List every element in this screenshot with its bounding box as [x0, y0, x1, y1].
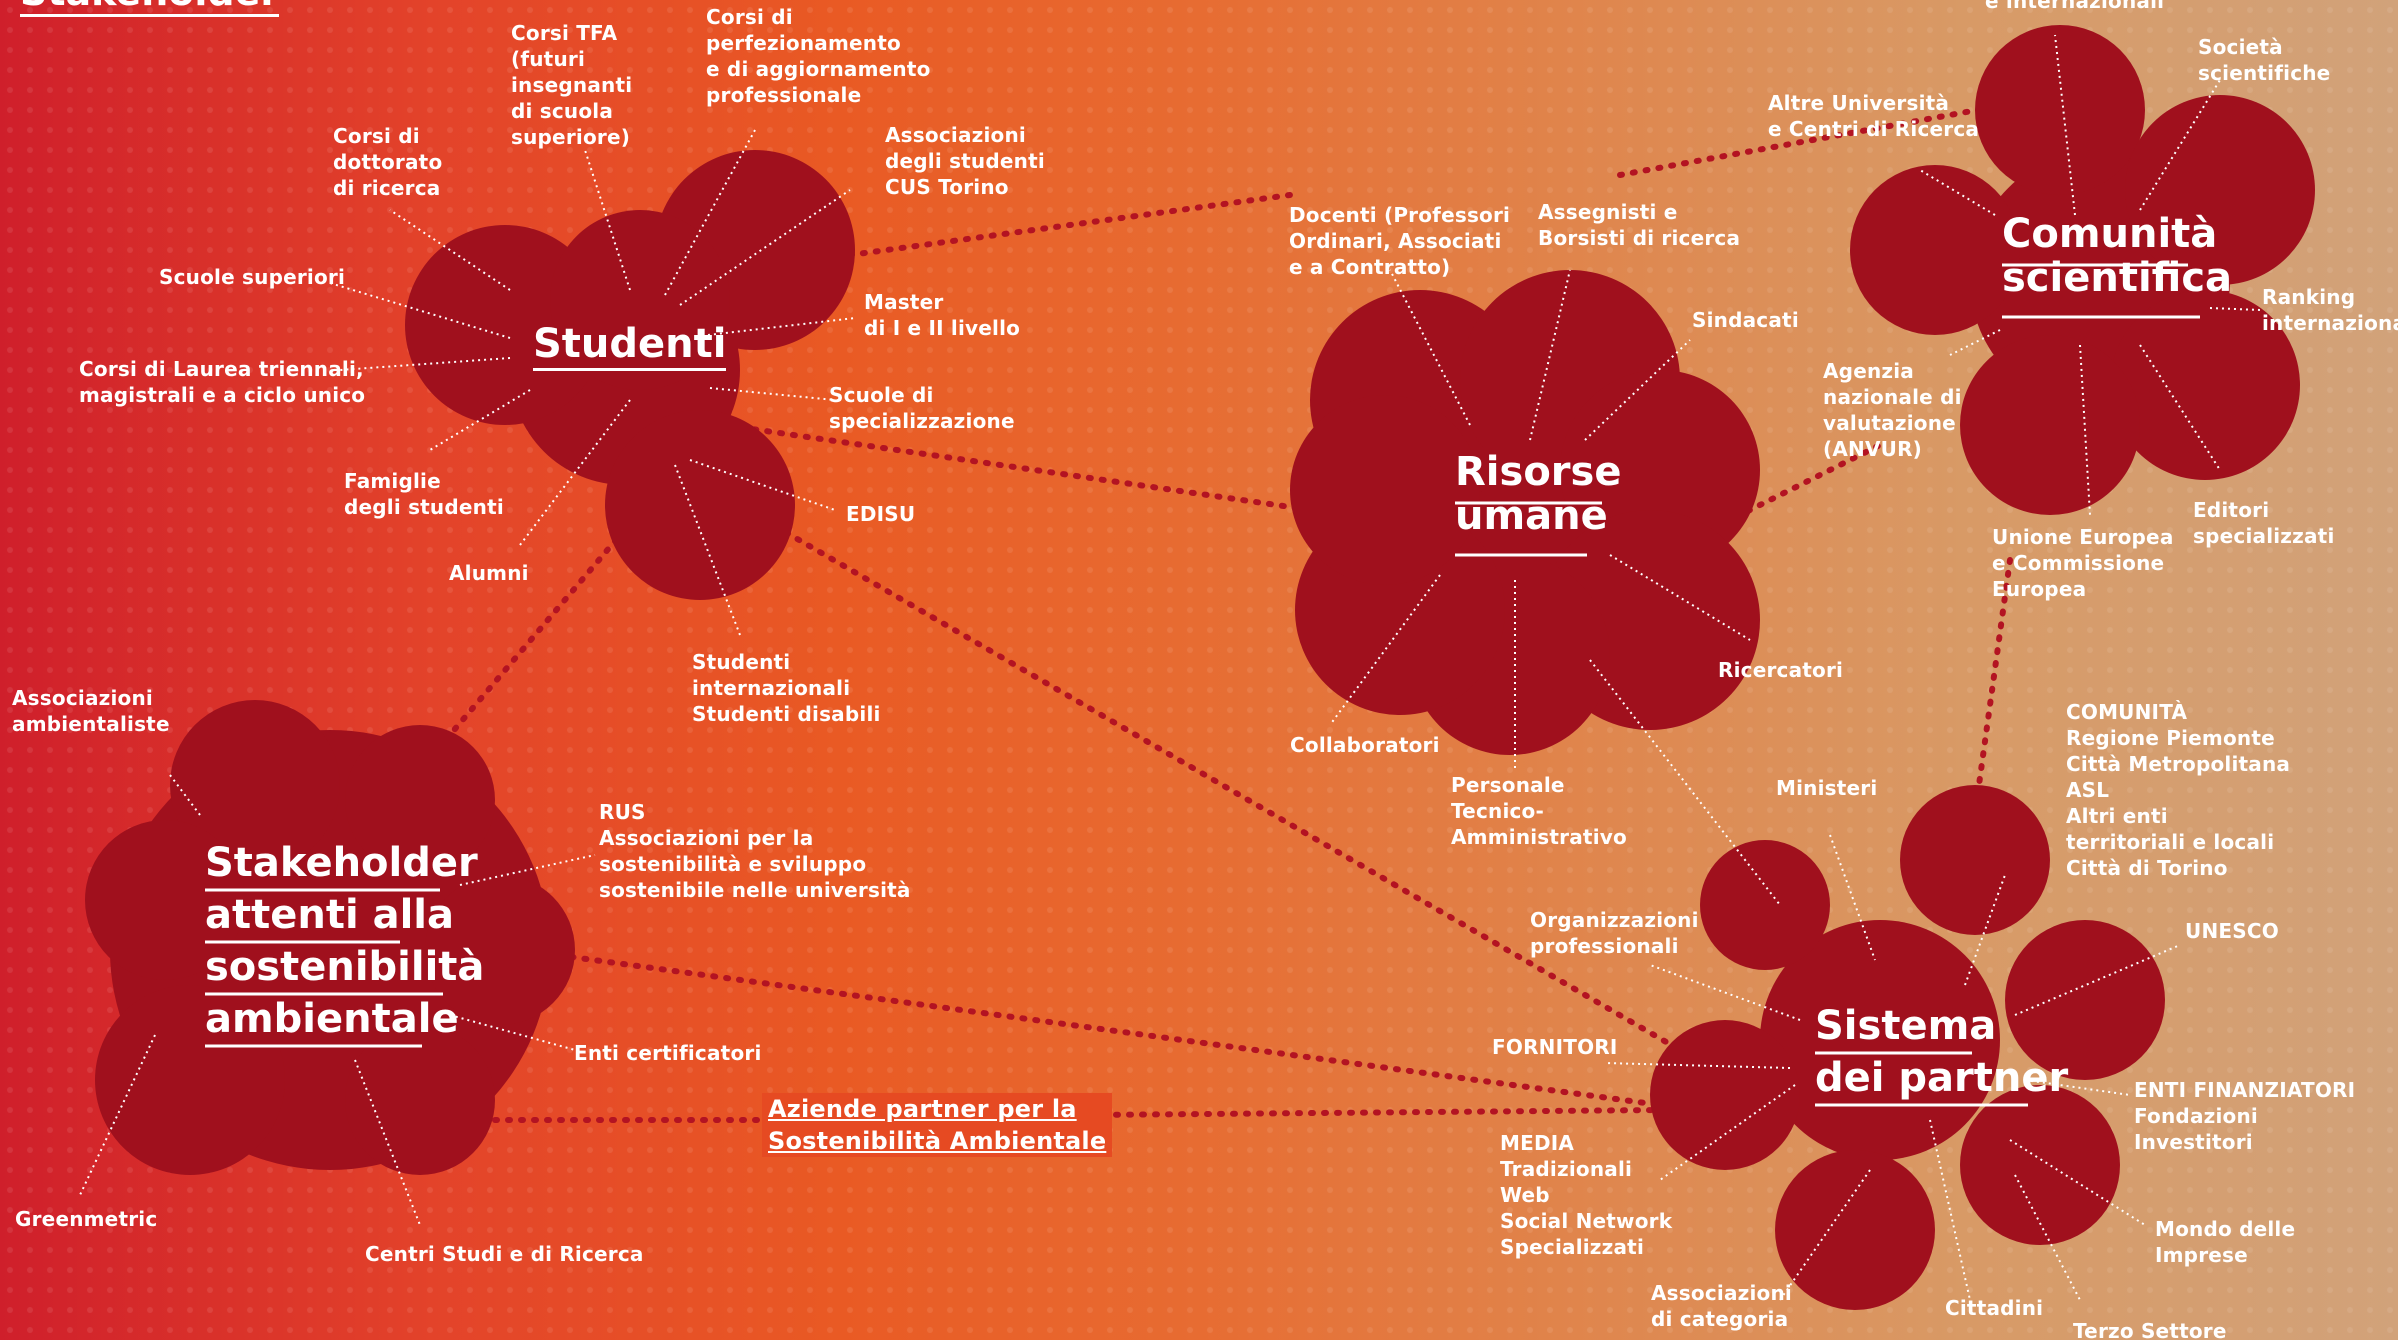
label-collaboratori: Collaboratori	[1290, 733, 1440, 757]
page-heading: Stakeholder	[20, 0, 280, 17]
label-associazioni-categoria: Associazioni di categoria	[1651, 1281, 1792, 1331]
label-ministeri: Ministeri	[1776, 776, 1878, 800]
label-altre-universita: Altre Università e Centri di Ricerca	[1768, 91, 1980, 141]
label-associazioni-ambientaliste: Associazioni ambientaliste	[12, 686, 170, 736]
connector-comunita-partner	[1967, 557, 2013, 853]
label-corsi-perfezionamento: Corsi di perfezionamento e di aggiorname…	[706, 5, 931, 107]
label-internazionali-top: e internazionali	[1985, 0, 2165, 13]
label-organizzazioni-professionali: Organizzazioni professionali	[1530, 908, 1699, 958]
label-unione-europea: Unione Europea e Commissione Europea	[1992, 525, 2174, 601]
label-famiglie: Famiglie degli studenti	[344, 469, 504, 519]
label-societa-scientifiche: Società scientifiche	[2198, 35, 2331, 85]
connector-studenti-docenti	[847, 192, 1293, 258]
label-centri-studi: Centri Studi e di Ricerca	[365, 1242, 644, 1266]
label-alumni: Alumni	[449, 561, 529, 585]
label-mondo-imprese: Mondo delle Imprese	[2155, 1217, 2296, 1267]
label-unesco: UNESCO	[2185, 919, 2279, 943]
label-assegnisti: Assegnisti e Borsisti di ricerca	[1538, 200, 1741, 250]
cluster-title-risorse: Risorse umane	[1455, 450, 1621, 544]
label-cittadini: Cittadini	[1945, 1296, 2044, 1320]
connector-studenti-risorse	[687, 417, 1383, 523]
stakeholder-blob	[85, 700, 575, 1175]
label-ricercatori: Ricercatori	[1718, 658, 1844, 682]
label-corsi-tfa: Corsi TFA (futuri insegnanti di scuola s…	[511, 21, 633, 149]
label-greenmetric: Greenmetric	[15, 1207, 158, 1231]
label-docenti: Docenti (Professori Ordinari, Associati …	[1289, 203, 1511, 279]
cluster-title-partner-text: Sistema dei partner	[1815, 1003, 2069, 1101]
label-studenti-internazionali: Studenti internazionali Studenti disabil…	[692, 650, 881, 726]
label-scuole-specializzazione: Scuole di specializzazione	[829, 383, 1015, 433]
cluster-title-studenti: Studenti	[533, 318, 727, 375]
label-corsi-laurea: Corsi di Laurea triennali, magistrali e …	[79, 357, 366, 407]
label-master: Master di I e II livello	[864, 290, 1021, 340]
studenti-blob	[405, 150, 855, 600]
connector-stakeholder-partner	[517, 947, 1663, 1108]
risorse-blob	[1290, 270, 1760, 755]
label-rus: RUS Associazioni per la sostenibilità e …	[599, 800, 911, 902]
connector-studenti-partner	[727, 497, 1683, 1053]
label-enti-finanziatori: ENTI FINANZIATORI Fondazioni Investitori	[2134, 1078, 2356, 1154]
label-media: MEDIA Tradizionali Web Social Network Sp…	[1500, 1131, 1673, 1259]
cluster-title-studenti-text: Studenti	[533, 322, 727, 371]
label-terzo-settore: Terzo Settore	[2073, 1319, 2227, 1340]
label-comunita-list: COMUNITÀ Regione Piemonte Città Metropol…	[2066, 700, 2291, 880]
label-personale: Personale Tecnico- Amministrativo	[1451, 773, 1627, 849]
cluster-title-stakeholder: Stakeholder attenti alla sostenibilità a…	[205, 837, 484, 1045]
label-enti-certificatori: Enti certificatori	[574, 1041, 762, 1065]
cluster-title-stakeholder-text: Stakeholder attenti alla sostenibilità a…	[205, 840, 485, 1042]
label-fornitori: FORNITORI	[1492, 1035, 1618, 1059]
label-anvur: Agenzia nazionale di valutazione (ANVUR)	[1823, 359, 1962, 461]
connector-aziende-partner	[1087, 1107, 1663, 1118]
label-ranking: Ranking internazionali	[2262, 285, 2398, 335]
cluster-title-risorse-text: Risorse umane	[1455, 449, 1622, 539]
connector-docenti-altre-universita	[1617, 92, 2063, 178]
cluster-title-comunita-text: Comunità scientifica	[2002, 211, 2233, 301]
label-sindacati: Sindacati	[1692, 308, 1799, 332]
cluster-title-partner: Sistema dei partner	[1815, 1000, 2068, 1104]
link-aziende-partner[interactable]: Aziende partner per la Sostenibilità Amb…	[762, 1093, 1113, 1157]
cluster-title-comunita: Comunità scientifica	[2002, 212, 2232, 306]
label-associazioni-studenti: Associazioni degli studenti CUS Torino	[885, 123, 1045, 199]
label-editori: Editori specializzati	[2193, 498, 2335, 548]
label-edisu: EDISU	[846, 502, 916, 526]
partner-blob	[1650, 785, 2165, 1310]
comunita-blob	[1850, 25, 2315, 515]
label-scuole-superiori: Scuole superiori	[159, 265, 346, 289]
label-corsi-dottorato: Corsi di dottorato di ricerca	[333, 124, 443, 200]
connector-risorse-comunita	[1687, 442, 1883, 543]
